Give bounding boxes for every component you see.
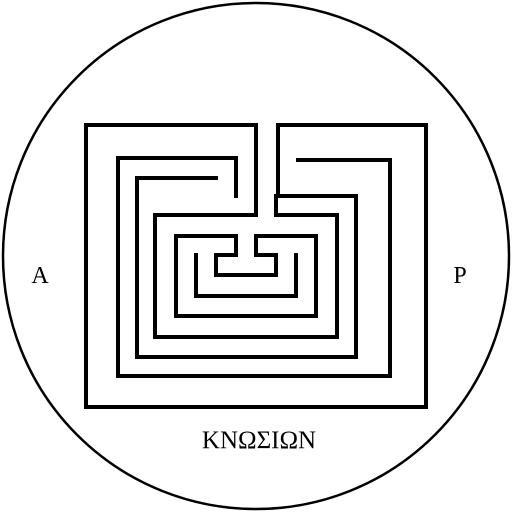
labyrinth [84, 123, 428, 409]
right-letter: Ρ [453, 263, 466, 289]
labyrinth-outer-wall [84, 123, 428, 409]
labyrinth-ring-6 [214, 234, 278, 277]
labyrinth-ring-5 [174, 234, 318, 318]
labyrinth-ring-2 [116, 156, 392, 378]
left-letter: Α [31, 263, 49, 289]
labyrinth-ring-3 [135, 176, 358, 359]
labyrinth-ring-7 [194, 253, 298, 298]
labyrinth-ring-4 [153, 123, 339, 339]
coin-legend: ΚΝΩΣΙΩΝ [202, 427, 316, 454]
